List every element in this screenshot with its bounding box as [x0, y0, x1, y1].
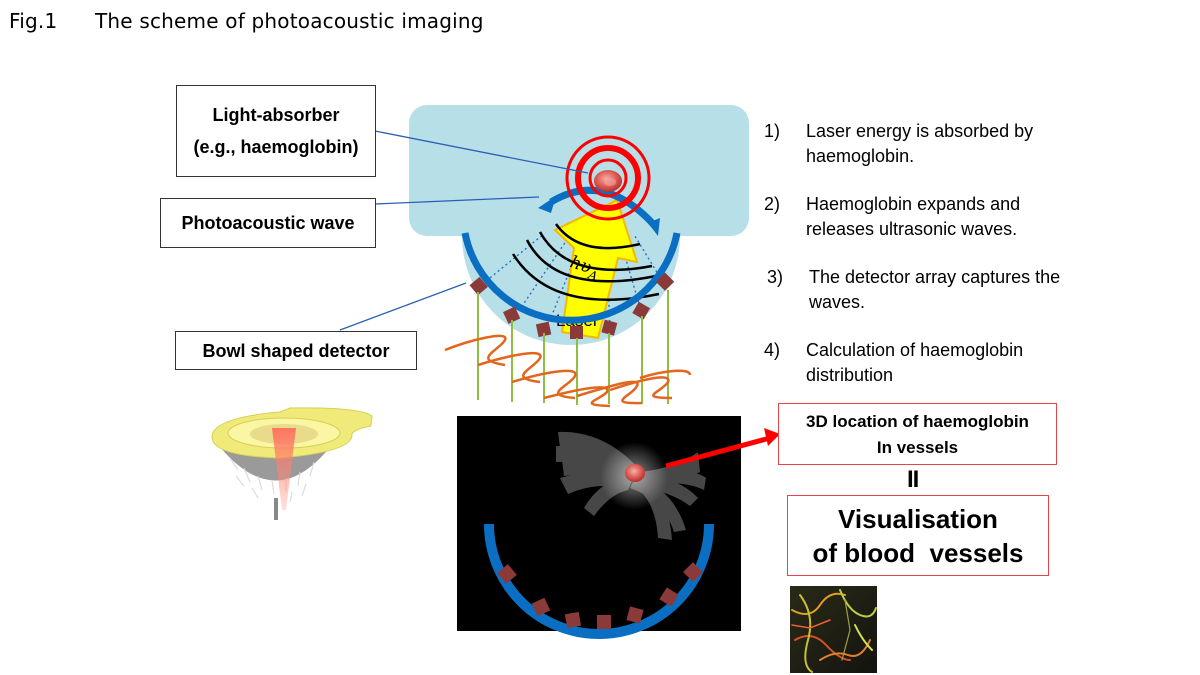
light-absorber-example: (e.g., haemoglobin): [193, 137, 359, 157]
visualisation-line-1: Visualisation: [838, 504, 998, 534]
rbc-center-highlight: [604, 178, 616, 186]
blood-vessel-image: [790, 586, 877, 673]
bowl-detector-label: Bowl shaped detector: [202, 340, 390, 361]
step-text: The detector array captures the waves.: [809, 267, 1061, 312]
result-arrow: [665, 428, 780, 469]
reconstruction-panel: [457, 416, 741, 639]
step-number: 3): [767, 267, 784, 287]
reconstruction-detector-elements: [497, 562, 703, 629]
process-steps: 1) Laser energy is absorbed by haemoglob…: [764, 119, 1084, 411]
step-text: Laser energy is absorbed by haemoglobin.: [806, 121, 1034, 166]
absorption-rings: [565, 135, 651, 221]
bowl-detector: [461, 232, 681, 339]
equals-sign: II: [907, 466, 919, 493]
step-2: 2) Haemoglobin expands and releases ultr…: [764, 192, 1084, 242]
light-absorber-label-box: Light-absorber (e.g., haemoglobin): [176, 85, 376, 177]
step-number: 2): [764, 194, 781, 214]
step-3: 3) The detector array captures the waves…: [764, 265, 1084, 315]
visualisation-result-box: Visualisation of blood vessels: [787, 495, 1049, 576]
bowl-detector-label-box: Bowl shaped detector: [175, 331, 417, 370]
location-line-2: In vessels: [876, 438, 959, 457]
step-1: 1) Laser energy is absorbed by haemoglob…: [764, 119, 1084, 169]
location-result-box: 3D location of haemoglobin In vessels: [778, 403, 1057, 465]
figure-title: Fig.1 The scheme of photoacoustic imaging: [9, 9, 484, 33]
detector-wires: [477, 290, 669, 405]
figure-caption: The scheme of photoacoustic imaging: [95, 9, 484, 33]
step-text: Haemoglobin expands and releases ultraso…: [806, 194, 1021, 239]
leader-lines: [339, 130, 589, 331]
reconstructed-rbc-icon: [625, 464, 645, 482]
detector-3d-illustration: [211, 407, 373, 520]
signal-waveforms: [444, 334, 692, 408]
photoacoustic-wave-label: Photoacoustic wave: [181, 213, 355, 233]
step-number: 4): [764, 340, 781, 360]
photoacoustic-wave-label-box: Photoacoustic wave: [160, 198, 376, 248]
figure-number: Fig.1: [9, 9, 58, 33]
step-number: 1): [764, 121, 781, 141]
step-text: Calculation of haemoglobin distribution: [806, 340, 1024, 385]
location-line-1: 3D location of haemoglobin: [806, 412, 1029, 431]
visualisation-line-2: of blood vessels: [812, 538, 1024, 568]
detector-elements: [469, 272, 675, 339]
step-4: 4) Calculation of haemoglobin distributi…: [764, 338, 1084, 388]
light-absorber-title: Light-absorber: [212, 105, 340, 125]
photoacoustic-wave-arrow: [538, 186, 660, 236]
